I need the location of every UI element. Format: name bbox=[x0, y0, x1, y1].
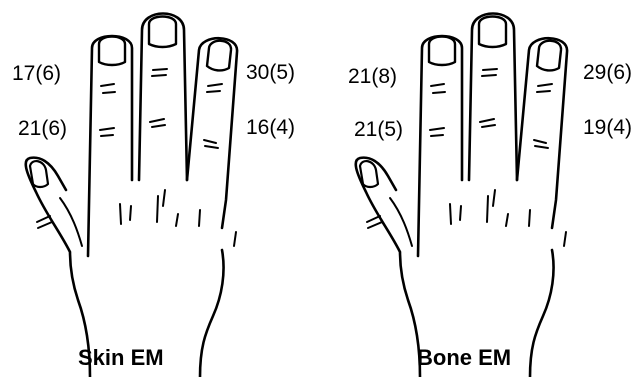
index-fingernail bbox=[99, 37, 125, 66]
skin-upper-right-value: 30(5) bbox=[246, 61, 295, 85]
skin-em-panel: 17(6) 21(6) 30(5) 16(4) Skin EM bbox=[0, 0, 322, 377]
hand-illustration bbox=[322, 0, 644, 377]
middle-finger-outline bbox=[139, 14, 187, 181]
ring-fingernail bbox=[207, 41, 231, 71]
middle-finger-outline bbox=[469, 14, 517, 181]
bone-em-title: Bone EM bbox=[417, 345, 511, 371]
skin-em-title: Skin EM bbox=[78, 345, 164, 371]
skin-upper-left-value: 17(6) bbox=[12, 62, 61, 86]
thumbnail bbox=[30, 161, 48, 187]
middle-fingernail bbox=[149, 17, 176, 48]
skin-lower-left-value: 21(6) bbox=[18, 117, 67, 141]
ring-fingernail bbox=[537, 41, 561, 71]
bone-upper-right-value: 29(6) bbox=[583, 61, 632, 85]
palm-tendon-lines bbox=[120, 190, 236, 246]
bone-lower-right-value: 19(4) bbox=[583, 116, 632, 140]
thumbnail bbox=[360, 161, 378, 187]
index-finger-outline bbox=[418, 36, 462, 256]
bone-em-panel: 21(8) 21(5) 29(6) 19(4) Bone EM bbox=[322, 0, 644, 377]
index-fingernail bbox=[429, 37, 455, 66]
middle-fingernail bbox=[479, 17, 506, 48]
index-finger-outline bbox=[88, 36, 132, 256]
bone-lower-left-value: 21(5) bbox=[354, 118, 403, 142]
skin-lower-right-value: 16(4) bbox=[246, 116, 295, 140]
palm-tendon-lines bbox=[450, 190, 566, 246]
hand-illustration bbox=[0, 0, 322, 377]
bone-upper-left-value: 21(8) bbox=[348, 65, 397, 89]
